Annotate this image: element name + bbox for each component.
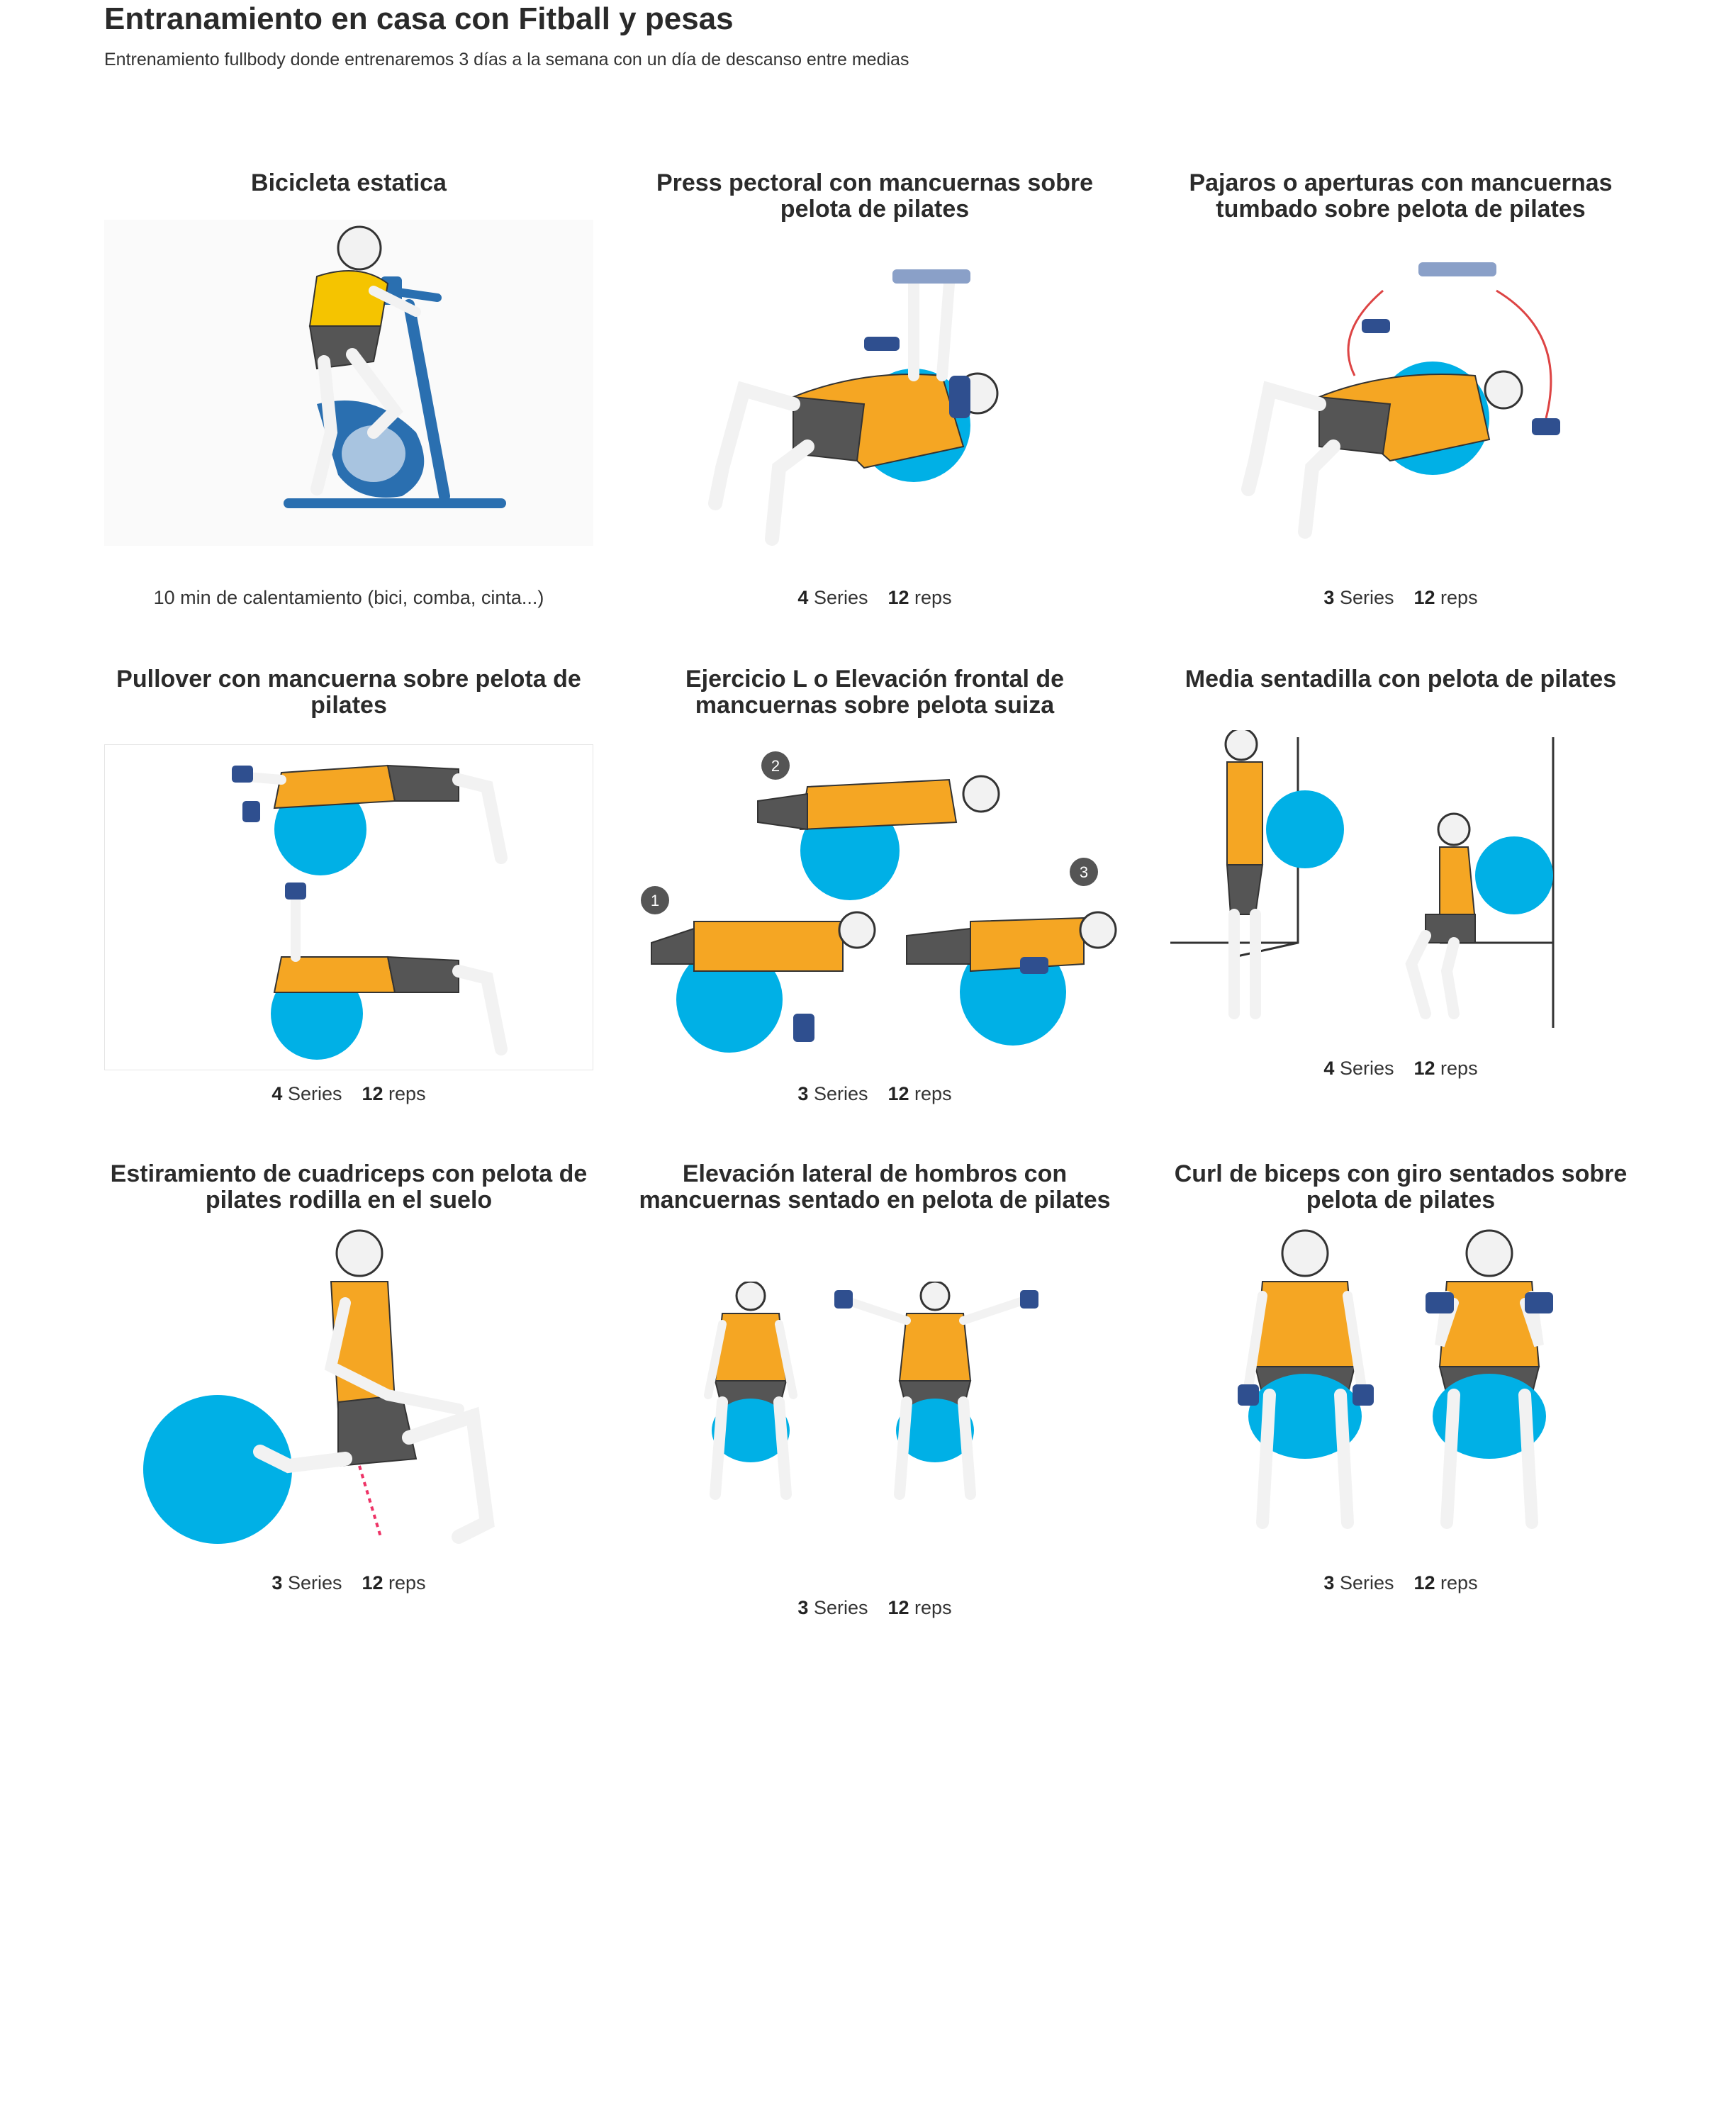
exercise-card: Ejercicio L o Elevación frontal de mancu… <box>630 666 1119 1120</box>
series-label: Series <box>1339 1572 1394 1593</box>
series-label: Series <box>813 1083 868 1104</box>
exercise-stats: 3 Series 12 reps <box>1156 1572 1645 1594</box>
svg-text:2: 2 <box>771 757 780 775</box>
front-raise-ball-illustration: 2 1 3 <box>630 744 1119 1070</box>
series-count: 3 <box>1323 1572 1335 1593</box>
pullover-ball-illustration <box>104 744 593 1070</box>
exercise-title: Press pectoral con mancuernas sobre pelo… <box>656 169 1094 223</box>
series-label: Series <box>813 1597 868 1618</box>
exercise-card: Press pectoral con mancuernas sobre pelo… <box>630 170 1119 624</box>
reps-label: reps <box>1440 1058 1478 1079</box>
exercise-title: Bicicleta estatica <box>251 169 447 196</box>
series-label: Series <box>813 587 868 608</box>
exercise-card: Pullover con mancuerna sobre pelota de p… <box>104 666 593 1120</box>
wall-squat-ball-illustration <box>1156 730 1645 1042</box>
exercise-card: Curl de biceps con giro sentados sobre p… <box>1156 1161 1645 1643</box>
exercise-stats: 4 Series 12 reps <box>1156 1058 1645 1080</box>
reps-count: 12 <box>887 1083 909 1104</box>
reps-count: 12 <box>887 587 909 608</box>
lateral-raise-ball-illustration <box>630 1282 1119 1565</box>
series-label: Series <box>287 1083 342 1104</box>
series-count: 4 <box>797 587 809 608</box>
reps-count: 12 <box>1413 1572 1435 1593</box>
exercise-stats: 3 Series 12 reps <box>630 1083 1119 1105</box>
exercise-card: Media sentadilla con pelota de pilates 4… <box>1156 666 1645 1120</box>
page-title: Entranamiento en casa con Fitball y pesa… <box>104 1 734 36</box>
chest-fly-ball-illustration <box>1156 234 1645 574</box>
reps-count: 12 <box>1413 1058 1435 1079</box>
exercise-title: Curl de biceps con giro sentados sobre p… <box>1174 1160 1628 1214</box>
exercise-card: Bicicleta estatica 10 min de calentamien… <box>104 170 593 624</box>
reps-label: reps <box>388 1083 426 1104</box>
exercise-title: Media sentadilla con pelota de pilates <box>1185 666 1617 693</box>
page-header: Entranamiento en casa con Fitball y pesa… <box>104 0 1664 71</box>
page-subtitle: Entrenamiento fullbody donde entrenaremo… <box>104 50 909 69</box>
reps-count: 12 <box>362 1083 383 1104</box>
stationary-bike-illustration <box>104 220 593 546</box>
series-label: Series <box>1339 1058 1394 1079</box>
exercise-stats: 3 Series 12 reps <box>104 1572 593 1594</box>
reps-label: reps <box>1440 1572 1478 1593</box>
exercise-title: Pullover con mancuerna sobre pelota de p… <box>116 666 581 719</box>
exercise-stats: 3 Series 12 reps <box>630 1597 1119 1619</box>
exercise-title: Elevación lateral de hombros con mancuer… <box>639 1160 1111 1214</box>
series-count: 3 <box>797 1083 809 1104</box>
reps-label: reps <box>1440 587 1478 608</box>
reps-count: 12 <box>1413 587 1435 608</box>
exercise-card: Elevación lateral de hombros con mancuer… <box>630 1161 1119 1643</box>
svg-text:3: 3 <box>1080 863 1088 881</box>
series-count: 4 <box>1323 1058 1335 1079</box>
exercise-title: Ejercicio L o Elevación frontal de mancu… <box>685 666 1065 719</box>
reps-count: 12 <box>887 1597 909 1618</box>
exercise-stats: 4 Series 12 reps <box>104 1083 593 1105</box>
exercise-card: Pajaros o aperturas con mancuernas tumba… <box>1156 170 1645 624</box>
series-count: 3 <box>797 1597 809 1618</box>
series-label: Series <box>1339 587 1394 608</box>
reps-label: reps <box>914 1597 952 1618</box>
exercise-card: Estiramiento de cuadriceps con pelota de… <box>104 1161 593 1643</box>
series-count: 4 <box>271 1083 283 1104</box>
reps-count: 12 <box>362 1572 383 1593</box>
exercise-title: Estiramiento de cuadriceps con pelota de… <box>110 1160 588 1214</box>
biceps-curl-ball-illustration <box>1156 1225 1645 1558</box>
exercise-stats: 4 Series 12 reps <box>630 587 1119 609</box>
exercise-stats: 3 Series 12 reps <box>1156 587 1645 609</box>
exercise-title: Pajaros o aperturas con mancuernas tumba… <box>1189 169 1613 223</box>
exercise-note: 10 min de calentamiento (bici, comba, ci… <box>153 587 544 608</box>
reps-label: reps <box>388 1572 426 1593</box>
reps-label: reps <box>914 1083 952 1104</box>
reps-label: reps <box>914 587 952 608</box>
chest-press-ball-illustration <box>630 234 1119 574</box>
svg-text:1: 1 <box>651 892 659 909</box>
series-count: 3 <box>1323 587 1335 608</box>
quad-stretch-ball-illustration <box>104 1225 593 1558</box>
series-count: 3 <box>271 1572 283 1593</box>
series-label: Series <box>287 1572 342 1593</box>
